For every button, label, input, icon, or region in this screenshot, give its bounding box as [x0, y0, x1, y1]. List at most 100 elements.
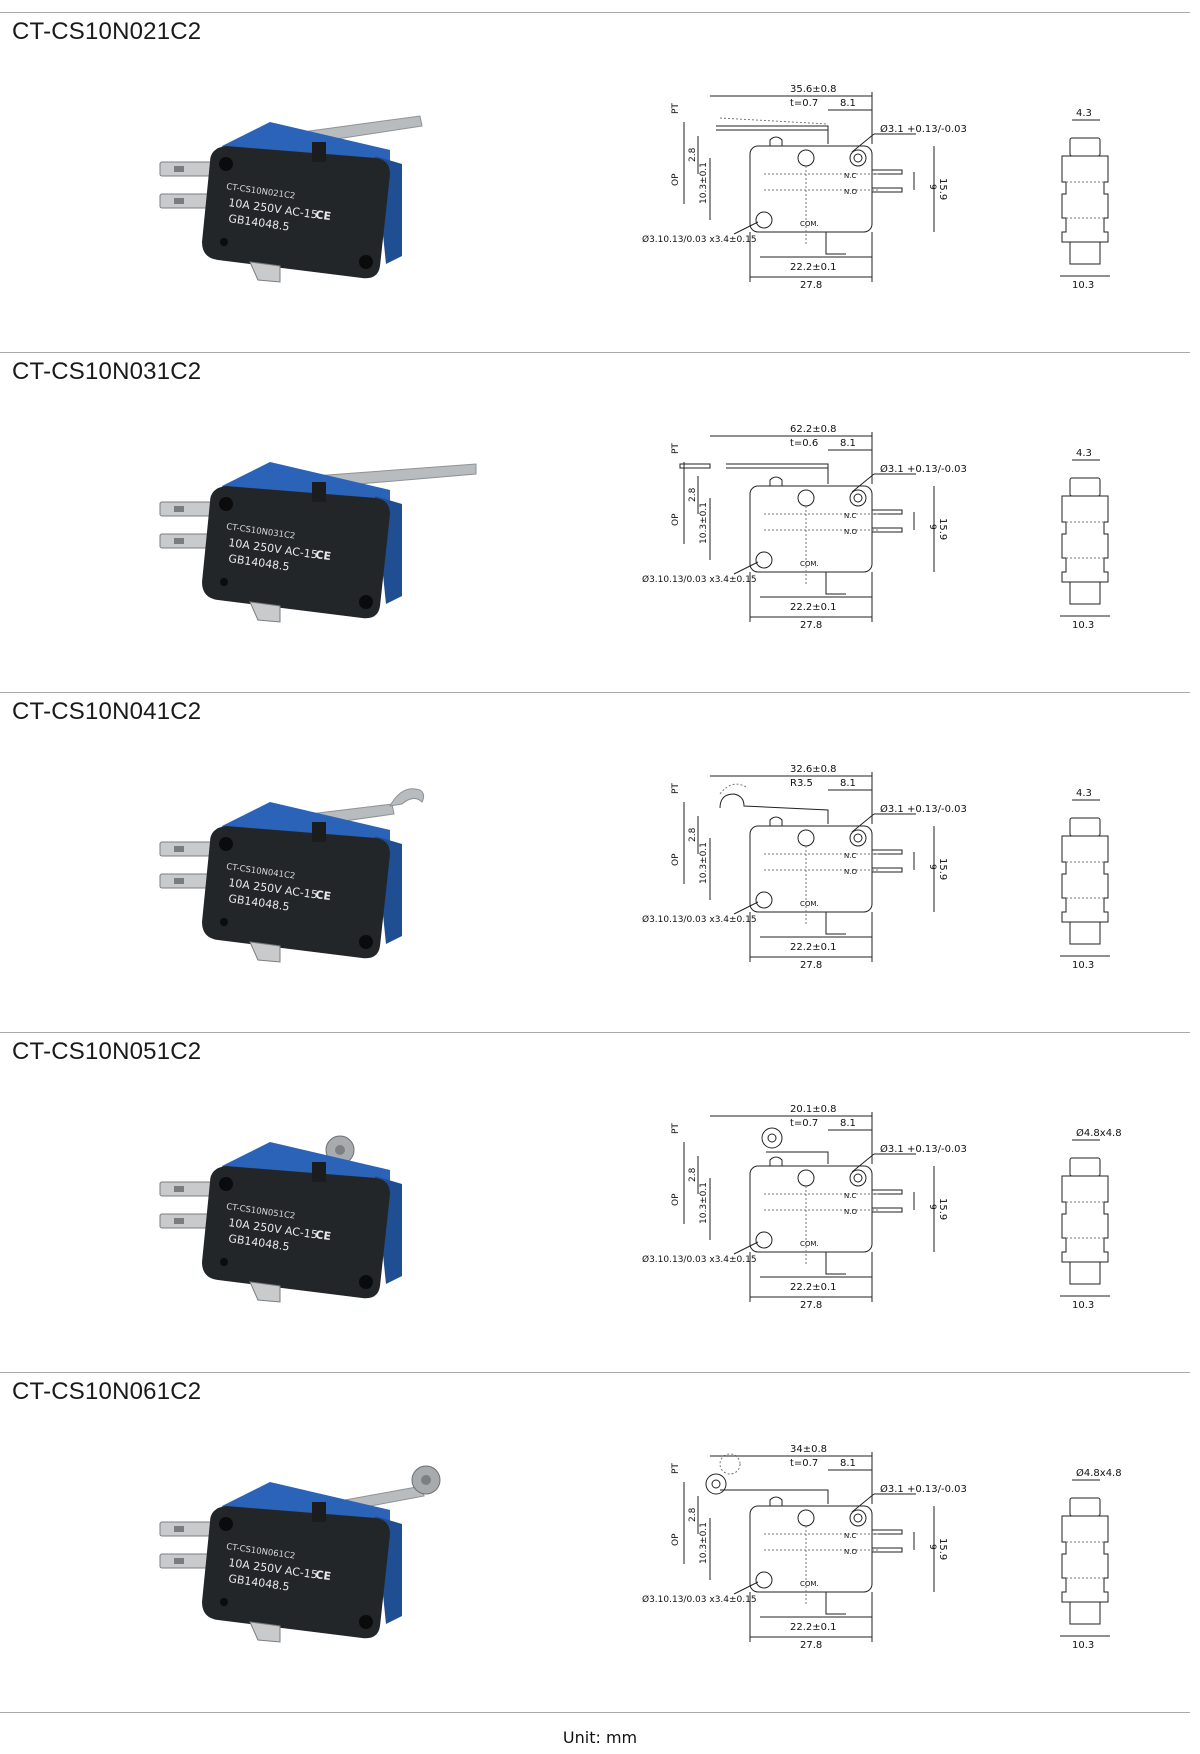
svg-text:2.8: 2.8 [688, 147, 698, 162]
svg-text:OP: OP [671, 1533, 681, 1546]
svg-text:10.3: 10.3 [1072, 280, 1094, 291]
dimension-drawing: 35.6±0.8 t=0.7 8.1 Ø3.1 +0.13/-0.03 PT O… [642, 84, 967, 291]
side-view-drawing: 4.3 10.3 [1060, 788, 1110, 971]
divider-2 [0, 692, 1190, 693]
svg-text:PT: PT [671, 103, 681, 114]
svg-text:R3.5: R3.5 [790, 778, 813, 789]
svg-text:Ø3.10.13/0.03 x3.4±0.15: Ø3.10.13/0.03 x3.4±0.15 [642, 914, 757, 925]
svg-text:8.1: 8.1 [840, 98, 856, 109]
svg-text:Ø3.1 +0.13/-0.03: Ø3.1 +0.13/-0.03 [880, 1483, 967, 1495]
unit-label: Unit: mm [562, 1728, 638, 1747]
terminal-tabs [159, 501, 219, 549]
svg-text:N.C: N.C [844, 1192, 856, 1200]
svg-text:27.8: 27.8 [800, 1640, 822, 1651]
product-section-4: CT-CS10N051C2 CT-CS10N051C2 [0, 1034, 1200, 1374]
side-view-drawing: 4.3 10.3 [1060, 448, 1110, 631]
svg-text:9: 9 [927, 1204, 937, 1210]
dimension-drawing: 20.1±0.8 t=0.7 8.1 Ø3.1 +0.13/-0.03 PT O… [642, 1104, 967, 1311]
svg-text:Ø3.10.13/0.03 x3.4±0.15: Ø3.10.13/0.03 x3.4±0.15 [642, 234, 757, 245]
svg-text:N.O: N.O [844, 188, 857, 196]
svg-text:10.3: 10.3 [1072, 1640, 1094, 1651]
svg-text:PT: PT [671, 443, 681, 454]
svg-text:Ø3.1 +0.13/-0.03: Ø3.1 +0.13/-0.03 [880, 463, 967, 475]
svg-text:27.8: 27.8 [800, 1300, 822, 1311]
svg-text:COM.: COM. [800, 1240, 819, 1248]
svg-text:N.O: N.O [844, 1208, 857, 1216]
svg-text:10.3±0.1: 10.3±0.1 [699, 1182, 709, 1224]
dimension-drawing: 62.2±0.8 t=0.6 8.1 Ø3.1 +0.13/-0.03 PT O… [642, 424, 967, 631]
terminal-tabs [159, 1181, 219, 1229]
svg-text:Ø4.8x4.8: Ø4.8x4.8 [1076, 1467, 1122, 1479]
svg-text:10.3: 10.3 [1072, 960, 1094, 971]
svg-text:35.6±0.8: 35.6±0.8 [790, 84, 837, 95]
side-view-drawing: 4.3 10.3 [1060, 108, 1110, 291]
svg-text:PT: PT [671, 1463, 681, 1474]
svg-text:Ø3.10.13/0.03 x3.4±0.15: Ø3.10.13/0.03 x3.4±0.15 [642, 1254, 757, 1265]
svg-text:COM.: COM. [800, 1580, 819, 1588]
product-section-2: CT-CS10N031C2 CT-CS10N031C2 [0, 354, 1200, 694]
product-section-3: CT-CS10N041C2 CT-CS10N041C2 [0, 694, 1200, 1034]
svg-text:10.3: 10.3 [1072, 620, 1094, 631]
divider-1 [0, 352, 1190, 353]
svg-text:CE: CE [315, 1568, 332, 1583]
svg-text:Ø3.10.13/0.03 x3.4±0.15: Ø3.10.13/0.03 x3.4±0.15 [642, 1594, 757, 1605]
svg-text:10.3: 10.3 [1072, 1300, 1094, 1311]
svg-text:4.3: 4.3 [1076, 448, 1092, 459]
product-photo: CT-CS10N041C2 10A 250V AC-15 GB14048.5 C… [159, 788, 425, 963]
terminal-tabs [159, 161, 219, 209]
svg-text:PT: PT [671, 783, 681, 794]
product-photo: CT-CS10N061C2 10A 250V AC-15 GB14048.5 C… [159, 1465, 441, 1643]
svg-text:OP: OP [671, 173, 681, 186]
model-number: CT-CS10N041C2 [12, 698, 202, 725]
svg-text:OP: OP [671, 1193, 681, 1206]
svg-text:15.9: 15.9 [937, 1538, 948, 1560]
svg-text:15.9: 15.9 [937, 178, 948, 200]
svg-text:N.O: N.O [844, 528, 857, 536]
divider-top [0, 12, 1190, 13]
svg-text:t=0.7: t=0.7 [790, 1118, 818, 1129]
svg-text:COM.: COM. [800, 560, 819, 568]
svg-text:t=0.7: t=0.7 [790, 1458, 818, 1469]
svg-text:8.1: 8.1 [840, 1118, 856, 1129]
svg-text:Ø3.1 +0.13/-0.03: Ø3.1 +0.13/-0.03 [880, 123, 967, 135]
model-number: CT-CS10N031C2 [12, 358, 202, 385]
divider-3 [0, 1032, 1190, 1033]
svg-text:2.8: 2.8 [688, 1507, 698, 1522]
svg-text:9: 9 [927, 1544, 937, 1550]
svg-text:32.6±0.8: 32.6±0.8 [790, 764, 837, 775]
svg-text:COM.: COM. [800, 900, 819, 908]
svg-text:10.3±0.1: 10.3±0.1 [699, 162, 709, 204]
svg-text:15.9: 15.9 [937, 858, 948, 880]
svg-text:N.C: N.C [844, 512, 856, 520]
product-section-5: CT-CS10N061C2 CT-CS10N061C2 [0, 1374, 1200, 1714]
svg-text:CE: CE [315, 548, 332, 563]
svg-text:OP: OP [671, 853, 681, 866]
svg-text:N.O: N.O [844, 868, 857, 876]
svg-text:N.C: N.C [844, 172, 856, 180]
svg-text:2.8: 2.8 [688, 827, 698, 842]
svg-text:10.3±0.1: 10.3±0.1 [699, 842, 709, 884]
divider-bottom [0, 1712, 1190, 1713]
dimension-drawing: 32.6±0.8 R3.5 8.1 Ø3.1 +0.13/-0.03 PT OP… [642, 764, 967, 971]
svg-text:22.2±0.1: 22.2±0.1 [790, 1622, 837, 1633]
svg-text:8.1: 8.1 [840, 778, 856, 789]
svg-text:22.2±0.1: 22.2±0.1 [790, 262, 837, 273]
product-section-1: CT-CS10N021C2 CT-CS10N021C2 [0, 14, 1200, 354]
model-number: CT-CS10N051C2 [12, 1038, 202, 1065]
svg-text:27.8: 27.8 [800, 960, 822, 971]
svg-text:2.8: 2.8 [688, 487, 698, 502]
svg-text:62.2±0.8: 62.2±0.8 [790, 424, 837, 435]
svg-text:OP: OP [671, 513, 681, 526]
svg-text:22.2±0.1: 22.2±0.1 [790, 602, 837, 613]
svg-text:34±0.8: 34±0.8 [790, 1444, 827, 1455]
svg-text:8.1: 8.1 [840, 438, 856, 449]
svg-text:Ø3.1 +0.13/-0.03: Ø3.1 +0.13/-0.03 [880, 1143, 967, 1155]
dimension-drawing: 34±0.8 t=0.7 8.1 Ø3.1 +0.13/-0.03 PT OP … [642, 1444, 967, 1651]
divider-4 [0, 1372, 1190, 1373]
side-view-drawing: Ø4.8x4.8 10.3 [1060, 1127, 1122, 1311]
svg-text:9: 9 [927, 864, 937, 870]
svg-text:20.1±0.8: 20.1±0.8 [790, 1104, 837, 1115]
svg-text:15.9: 15.9 [937, 518, 948, 540]
model-number: CT-CS10N061C2 [12, 1378, 202, 1405]
svg-text:CE: CE [315, 888, 332, 903]
